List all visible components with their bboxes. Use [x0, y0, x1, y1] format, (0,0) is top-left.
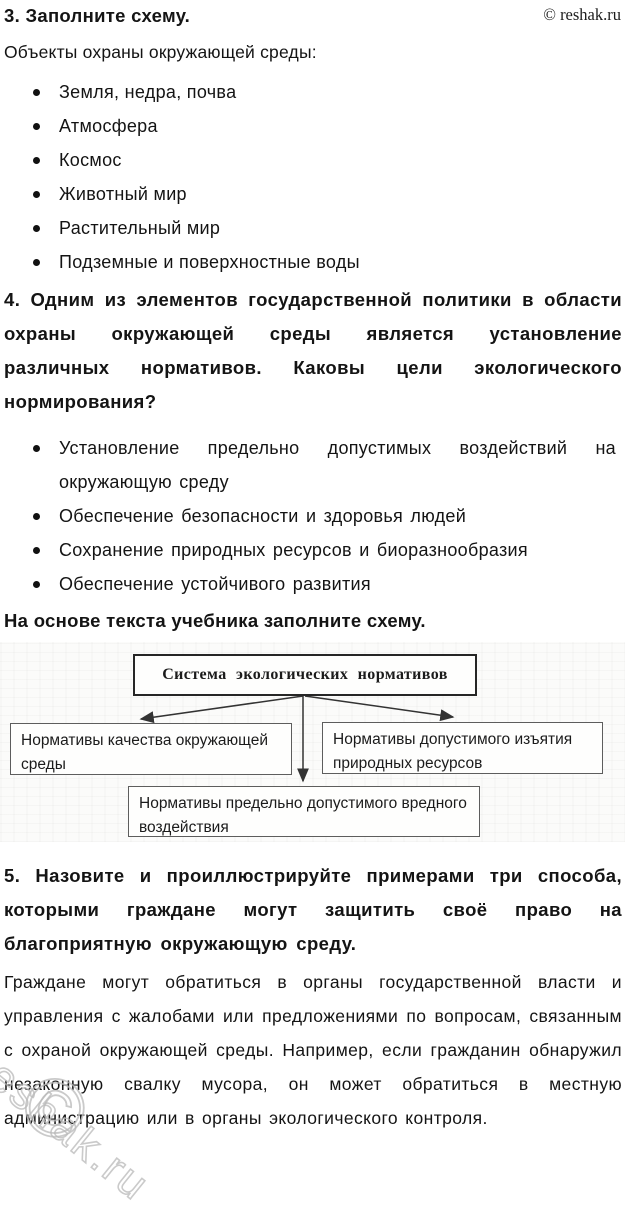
- list-item: Обеспечение устойчивого развития: [4, 567, 622, 601]
- arrow-to-right-box: [304, 695, 455, 722]
- page-header: 3. Заполните схему. © reshak.ru: [4, 0, 622, 27]
- section4-bullet-list: Установление предельно допустимых воздей…: [4, 431, 622, 601]
- list-item: Космос: [4, 143, 622, 177]
- list-item: Животный мир: [4, 177, 622, 211]
- list-item: Подземные и поверхностные воды: [4, 245, 622, 279]
- list-item: Растительный мир: [4, 211, 622, 245]
- list-item: Установление предельно допустимых воздей…: [4, 431, 622, 499]
- list-item: Земля, недра, почва: [4, 75, 622, 109]
- question5-answer: Граждане могут обратиться в органы госуд…: [4, 972, 622, 1128]
- diagram-arrows: [139, 695, 455, 783]
- copyright-label: © reshak.ru: [543, 5, 621, 24]
- scheme-instruction: На основе текста учебника заполните схем…: [4, 610, 426, 631]
- diagram-right-box: Нормативы допустимого изъятия природных …: [322, 722, 603, 774]
- question4-text: 4. Одним из элементов государственной по…: [4, 289, 622, 412]
- diagram-root-box: Система экологических нормативов: [133, 654, 477, 696]
- question5-text: 5. Назовите и проиллюстрируйте примерами…: [4, 865, 622, 954]
- eco-norms-diagram: Система экологических нормативов Нормати…: [0, 642, 625, 842]
- list-item: Сохранение природных ресурсов и биоразно…: [4, 533, 622, 567]
- diagram-bottom-box: Нормативы предельно допустимого вредного…: [128, 786, 480, 837]
- list-item: Атмосфера: [4, 109, 622, 143]
- arrow-to-left-box: [139, 695, 304, 724]
- list-item: Обеспечение безопасности и здоровья люде…: [4, 499, 622, 533]
- diagram-left-box: Нормативы качества окружающей среды: [10, 723, 292, 775]
- question3-title: 3. Заполните схему.: [4, 5, 191, 26]
- section3-intro: Объекты охраны окружающей среды:: [4, 42, 317, 62]
- section3-bullet-list: Земля, недра, почва Атмосфера Космос Жив…: [4, 75, 622, 279]
